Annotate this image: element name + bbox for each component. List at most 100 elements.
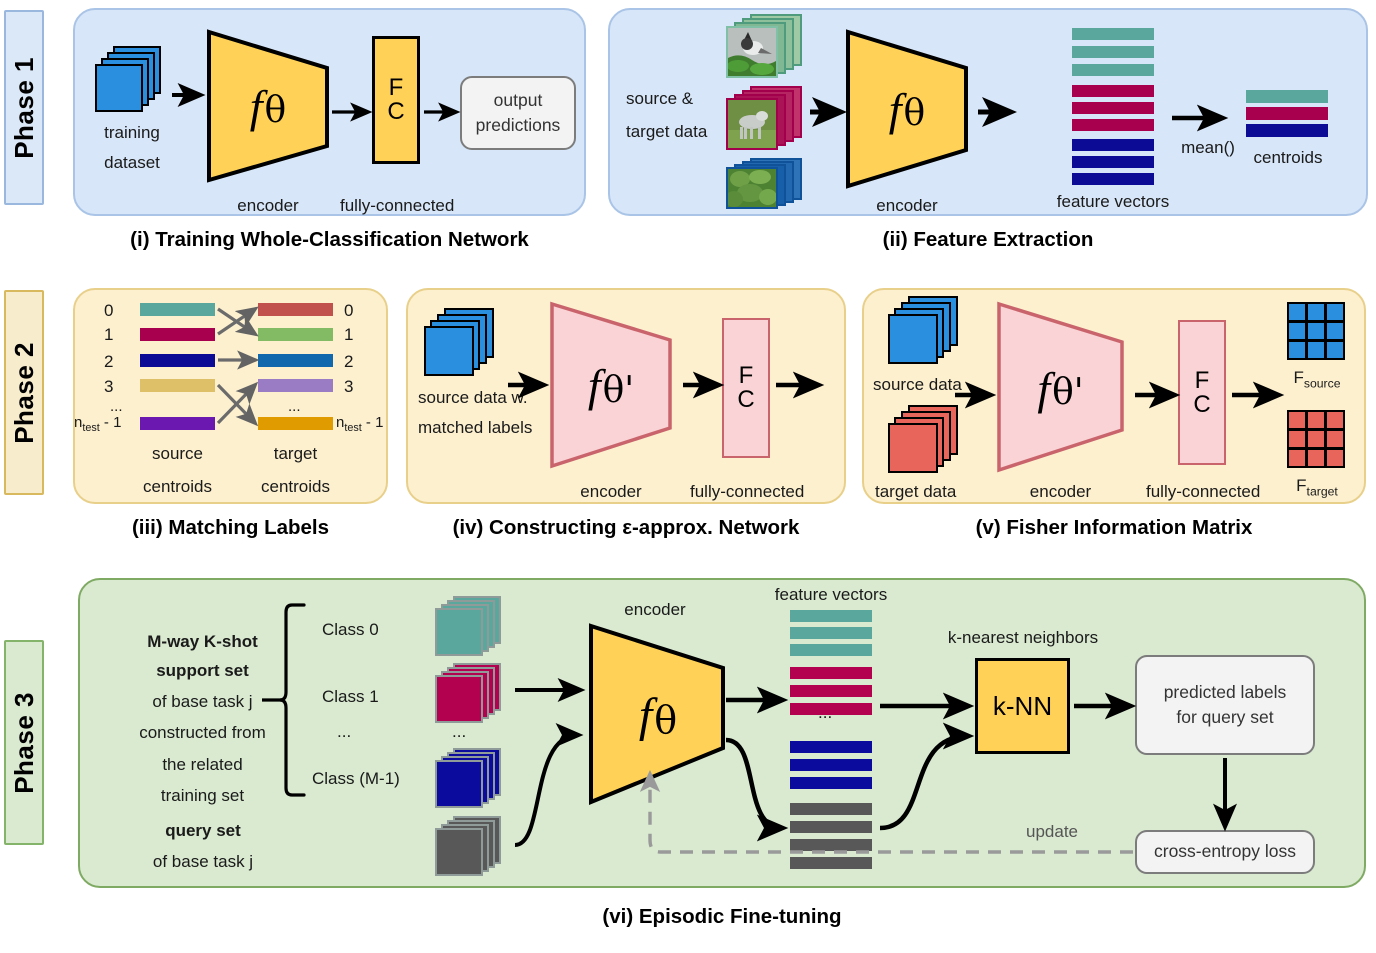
encoder-trapezoid-vi: [585, 620, 730, 810]
fc-label-line1-v: F: [1194, 366, 1210, 394]
update-label: update: [1026, 822, 1078, 841]
broccoli-photo-stack: [726, 158, 804, 224]
training-dataset-label-line1: training: [104, 123, 160, 142]
source-centroid-bar-1: [140, 328, 215, 341]
target-centroid-bar-0: [258, 303, 333, 316]
feature-vectors-label-vi: feature vectors: [774, 585, 888, 604]
f-source-matrix: [1287, 302, 1345, 360]
fc-box-v: F C: [1178, 320, 1226, 465]
encoder-label-i: encoder: [237, 196, 299, 215]
fc-label-line1-iv: F: [738, 362, 754, 389]
predicted-labels-line1: predicted labels: [1163, 681, 1287, 702]
centroids-label-ii: centroids: [1253, 148, 1323, 167]
fully-connected-label-iv: fully-connected: [690, 482, 805, 501]
class-m-1-stack: [435, 748, 505, 812]
encoder-label-v: encoder: [1029, 482, 1092, 501]
source-centroid-bar-3: [140, 379, 215, 392]
centroids-ii: [1246, 90, 1328, 140]
feature-vectors-label-ii: feature vectors: [1056, 192, 1170, 211]
encoder-label-vi: encoder: [624, 600, 686, 619]
knn-box: k-NN: [975, 658, 1070, 754]
f-target-label: Ftarget: [1296, 476, 1338, 499]
dog-photo-stack: [726, 86, 804, 152]
cross-entropy-loss-box: cross-entropy loss: [1135, 830, 1315, 874]
fully-connected-label-v: fully-connected: [1146, 482, 1261, 501]
fc-label-line2: C: [387, 98, 405, 125]
bird-photo-stack: [726, 14, 804, 80]
encoder-label-iv: encoder: [580, 482, 642, 501]
predicted-labels-line2: for query set: [1176, 707, 1274, 727]
query-set-line2: of base task j: [152, 852, 254, 871]
query-set-line1: query set: [165, 821, 241, 840]
f-source-label: Fsource: [1293, 368, 1341, 391]
source-index-0: 0: [104, 301, 114, 320]
phase-3-label: Phase 3: [4, 640, 44, 845]
source-centroid-bar-2: [140, 354, 215, 367]
source-data-stack-v: [888, 296, 964, 366]
target-data-stack-v: [888, 405, 964, 475]
support-set-line1: M-way K-shot: [147, 632, 258, 651]
target-index-1: 1: [344, 325, 354, 344]
source-centroid-bar-0: [140, 303, 215, 316]
panel-matching-labels: [73, 288, 388, 504]
source-centroid-bar-4: [140, 417, 215, 430]
caption-iv: (iv) Constructing ε-approx. Network: [452, 516, 800, 539]
output-predictions-box: output predictions: [460, 76, 576, 150]
fc-label-line1: F: [388, 74, 404, 101]
caption-ii: (ii) Feature Extraction: [882, 228, 1094, 251]
f-target-matrix: [1287, 410, 1345, 468]
source-data-label-line1-iv: source data w.: [418, 388, 528, 407]
source-centroids-label-line2: centroids: [143, 477, 212, 496]
fc-box-iv: F C: [722, 318, 770, 458]
target-index-last: ntest - 1: [336, 414, 384, 434]
source-index-2: 2: [104, 352, 114, 371]
target-index-2: 2: [344, 352, 354, 371]
target-index-3: 3: [344, 377, 354, 396]
encoder-trapezoid-ii: [842, 26, 972, 192]
training-dataset-label-line2: dataset: [104, 153, 160, 172]
encoder-trapezoid-i: [203, 26, 333, 186]
fc-label-line2-iv: C: [737, 386, 755, 413]
knn-box-label: k-NN: [992, 691, 1053, 721]
cross-entropy-loss-label: cross-entropy loss: [1154, 841, 1296, 862]
target-centroids-label-line1: target: [273, 444, 318, 463]
feature-vectors-ii: [1072, 28, 1154, 186]
target-data-label-v: target data: [875, 482, 957, 501]
target-index-0: 0: [344, 301, 354, 320]
caption-vi: (vi) Episodic Fine-tuning: [602, 905, 842, 928]
source-index-1: 1: [104, 325, 114, 344]
caption-v: (v) Fisher Information Matrix: [975, 516, 1253, 539]
source-index-3: 3: [104, 377, 114, 396]
source-data-label-v: source data: [873, 375, 962, 394]
class-label-ellipsis: ...: [337, 722, 352, 741]
query-set-stack: [435, 816, 505, 880]
phase-2-label: Phase 2: [4, 290, 44, 495]
source-index-ellipsis: ...: [110, 398, 123, 415]
class-label-0: Class 0: [322, 620, 379, 639]
phase-3-label-text: Phase 3: [8, 691, 39, 794]
target-centroid-bar-2: [258, 354, 333, 367]
phase-2-label-text: Phase 2: [8, 341, 39, 444]
support-set-line2: support set: [156, 661, 249, 680]
fc-box-i: F C: [372, 36, 420, 164]
training-dataset-stack: [95, 46, 165, 116]
fully-connected-label-i: fully-connected: [340, 196, 455, 215]
encoder-trapezoid-iv: [546, 298, 676, 473]
predicted-labels-box: predicted labels for query set: [1135, 655, 1315, 755]
source-target-label-line1: source &: [626, 89, 694, 108]
feature-vectors-query-vi: [790, 803, 872, 883]
support-set-line4: constructed from: [139, 723, 266, 742]
source-target-label-line2: target data: [626, 122, 708, 141]
feature-vectors-ellipsis-vi: ...: [818, 703, 833, 722]
output-predictions-line1: output: [493, 89, 543, 110]
support-set-line6: training set: [160, 786, 245, 805]
class-1-stack: [435, 663, 505, 727]
source-data-label-line2-iv: matched labels: [418, 418, 533, 437]
phase-1-label: Phase 1: [4, 10, 44, 205]
phase-1-label-text: Phase 1: [8, 56, 39, 159]
